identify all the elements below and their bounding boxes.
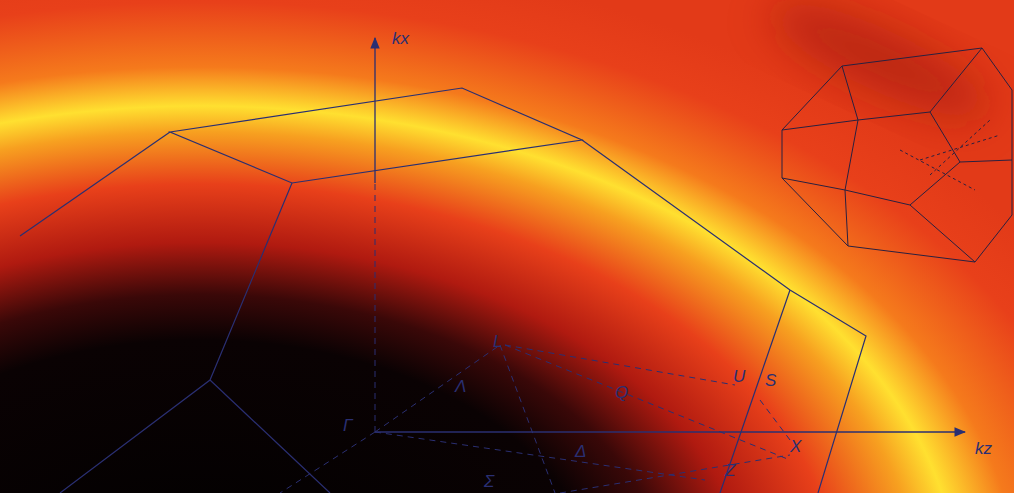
point-label: Λ <box>455 378 466 395</box>
axes <box>375 38 965 432</box>
point-label: Γ <box>343 417 353 434</box>
inset-zone <box>782 48 1012 262</box>
point-label: Q <box>615 384 628 401</box>
point-label: Δ <box>575 443 586 460</box>
point-label: Σ <box>484 473 494 490</box>
point-label: U <box>733 368 745 385</box>
dark-band <box>759 0 1002 138</box>
point-label: Z <box>725 462 735 479</box>
point-label: X <box>790 438 801 455</box>
point-label: S <box>765 372 776 389</box>
point-label: L <box>493 333 502 350</box>
symmetry-lines <box>280 183 790 493</box>
point-label: kz <box>975 440 992 457</box>
point-label: kx <box>392 30 409 47</box>
